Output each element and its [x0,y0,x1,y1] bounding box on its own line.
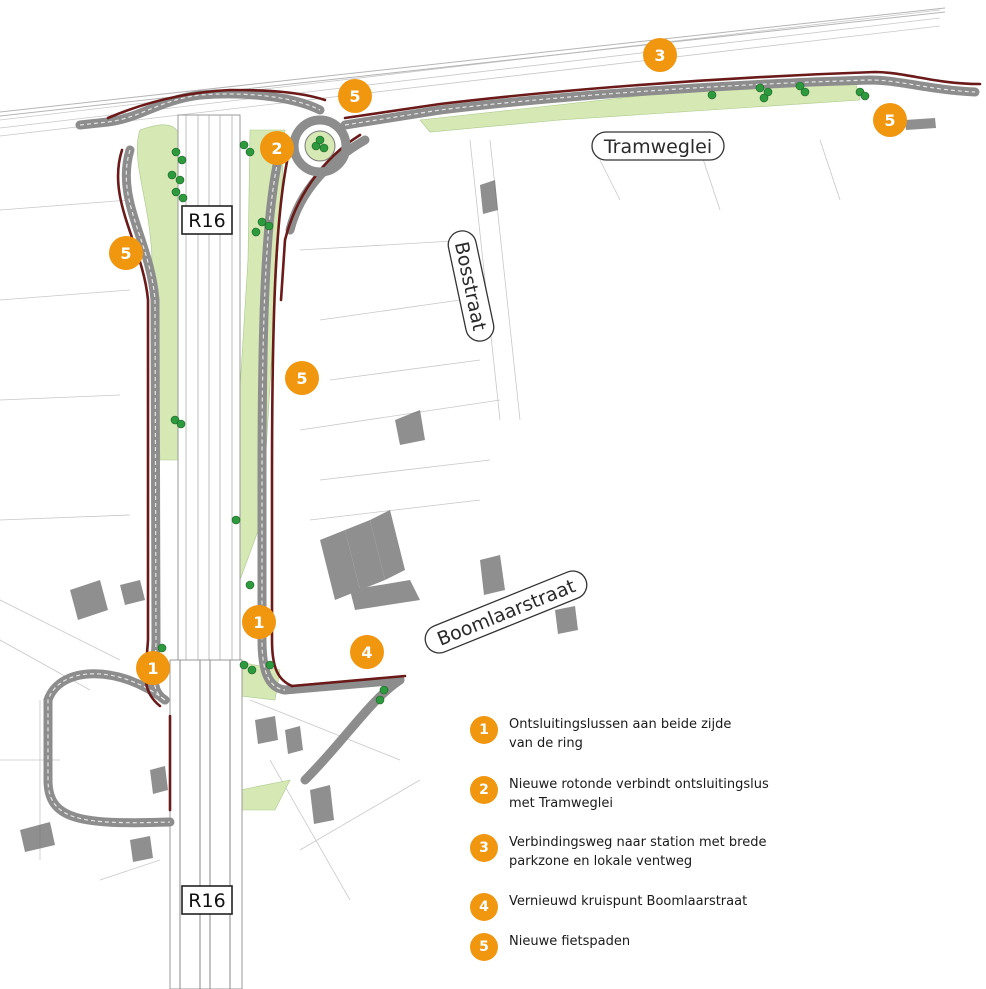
legend-text-2: Nieuwe rotonde verbindt ontsluitingslus … [509,777,769,811]
access-road-centerlines [47,79,976,824]
svg-text:3: 3 [654,46,665,65]
legend-marker-5: 5 [470,933,498,961]
svg-text:5: 5 [349,87,360,106]
map-marker-5c: 5 [109,236,143,270]
svg-text:5: 5 [120,244,131,263]
legend-text-4: Vernieuwd kruispunt Boomlaarstraat [509,894,748,909]
buildings [20,118,936,862]
svg-text:1: 1 [147,659,158,678]
trees [157,81,870,705]
legend-marker-1: 1 [470,716,498,744]
legend-marker-3: 3 [470,834,498,862]
r16-top-label: R16 [188,210,225,232]
road-label-tramweglei: Tramweglei [591,131,725,161]
legend-marker-4: 4 [470,893,498,921]
map-marker-1a: 1 [136,651,170,685]
railway [0,7,946,117]
map-marker-5a: 5 [338,79,372,113]
r16-bottom-label: R16 [188,890,225,912]
r16-highway [169,114,243,989]
legend-text-5: Nieuwe fietspaden [509,934,631,949]
legend-text-3: Verbindingsweg naar station met brede pa… [509,835,767,869]
road-label-bosstraat: Bosstraat [447,230,495,342]
legend-text-1: Ontsluitingslussen aan beide zijde van d… [509,717,732,751]
legend-marker-2: 2 [470,776,498,804]
svg-text:4: 4 [361,643,372,662]
legend-item-3: 3 Verbindingsweg naar station met brede … [470,834,766,871]
map-marker-1b: 1 [242,605,276,639]
legend-item-1: 1 Ontsluitingslussen aan beide zijde van… [470,716,731,753]
map-marker-5b: 5 [873,103,907,137]
map-marker-3: 3 [643,38,677,72]
r16-shield-top: R16 [181,205,233,235]
cycle-paths [106,70,982,812]
svg-text:5: 5 [296,369,307,388]
legend-item-5: 5 Nieuwe fietspaden [470,933,630,961]
map-marker-2: 2 [260,131,294,165]
map-marker-4: 4 [350,635,384,669]
map-marker-5d: 5 [285,361,319,395]
tramweglei-label: Tramweglei [603,136,712,158]
r16-shield-bottom: R16 [181,885,233,915]
svg-text:5: 5 [884,111,895,130]
legend-item-2: 2 Nieuwe rotonde verbindt ontsluitingslu… [470,776,769,813]
svg-text:2: 2 [271,139,282,158]
svg-text:1: 1 [253,613,264,632]
legend-item-4: 4 Vernieuwd kruispunt Boomlaarstraat [470,893,747,921]
